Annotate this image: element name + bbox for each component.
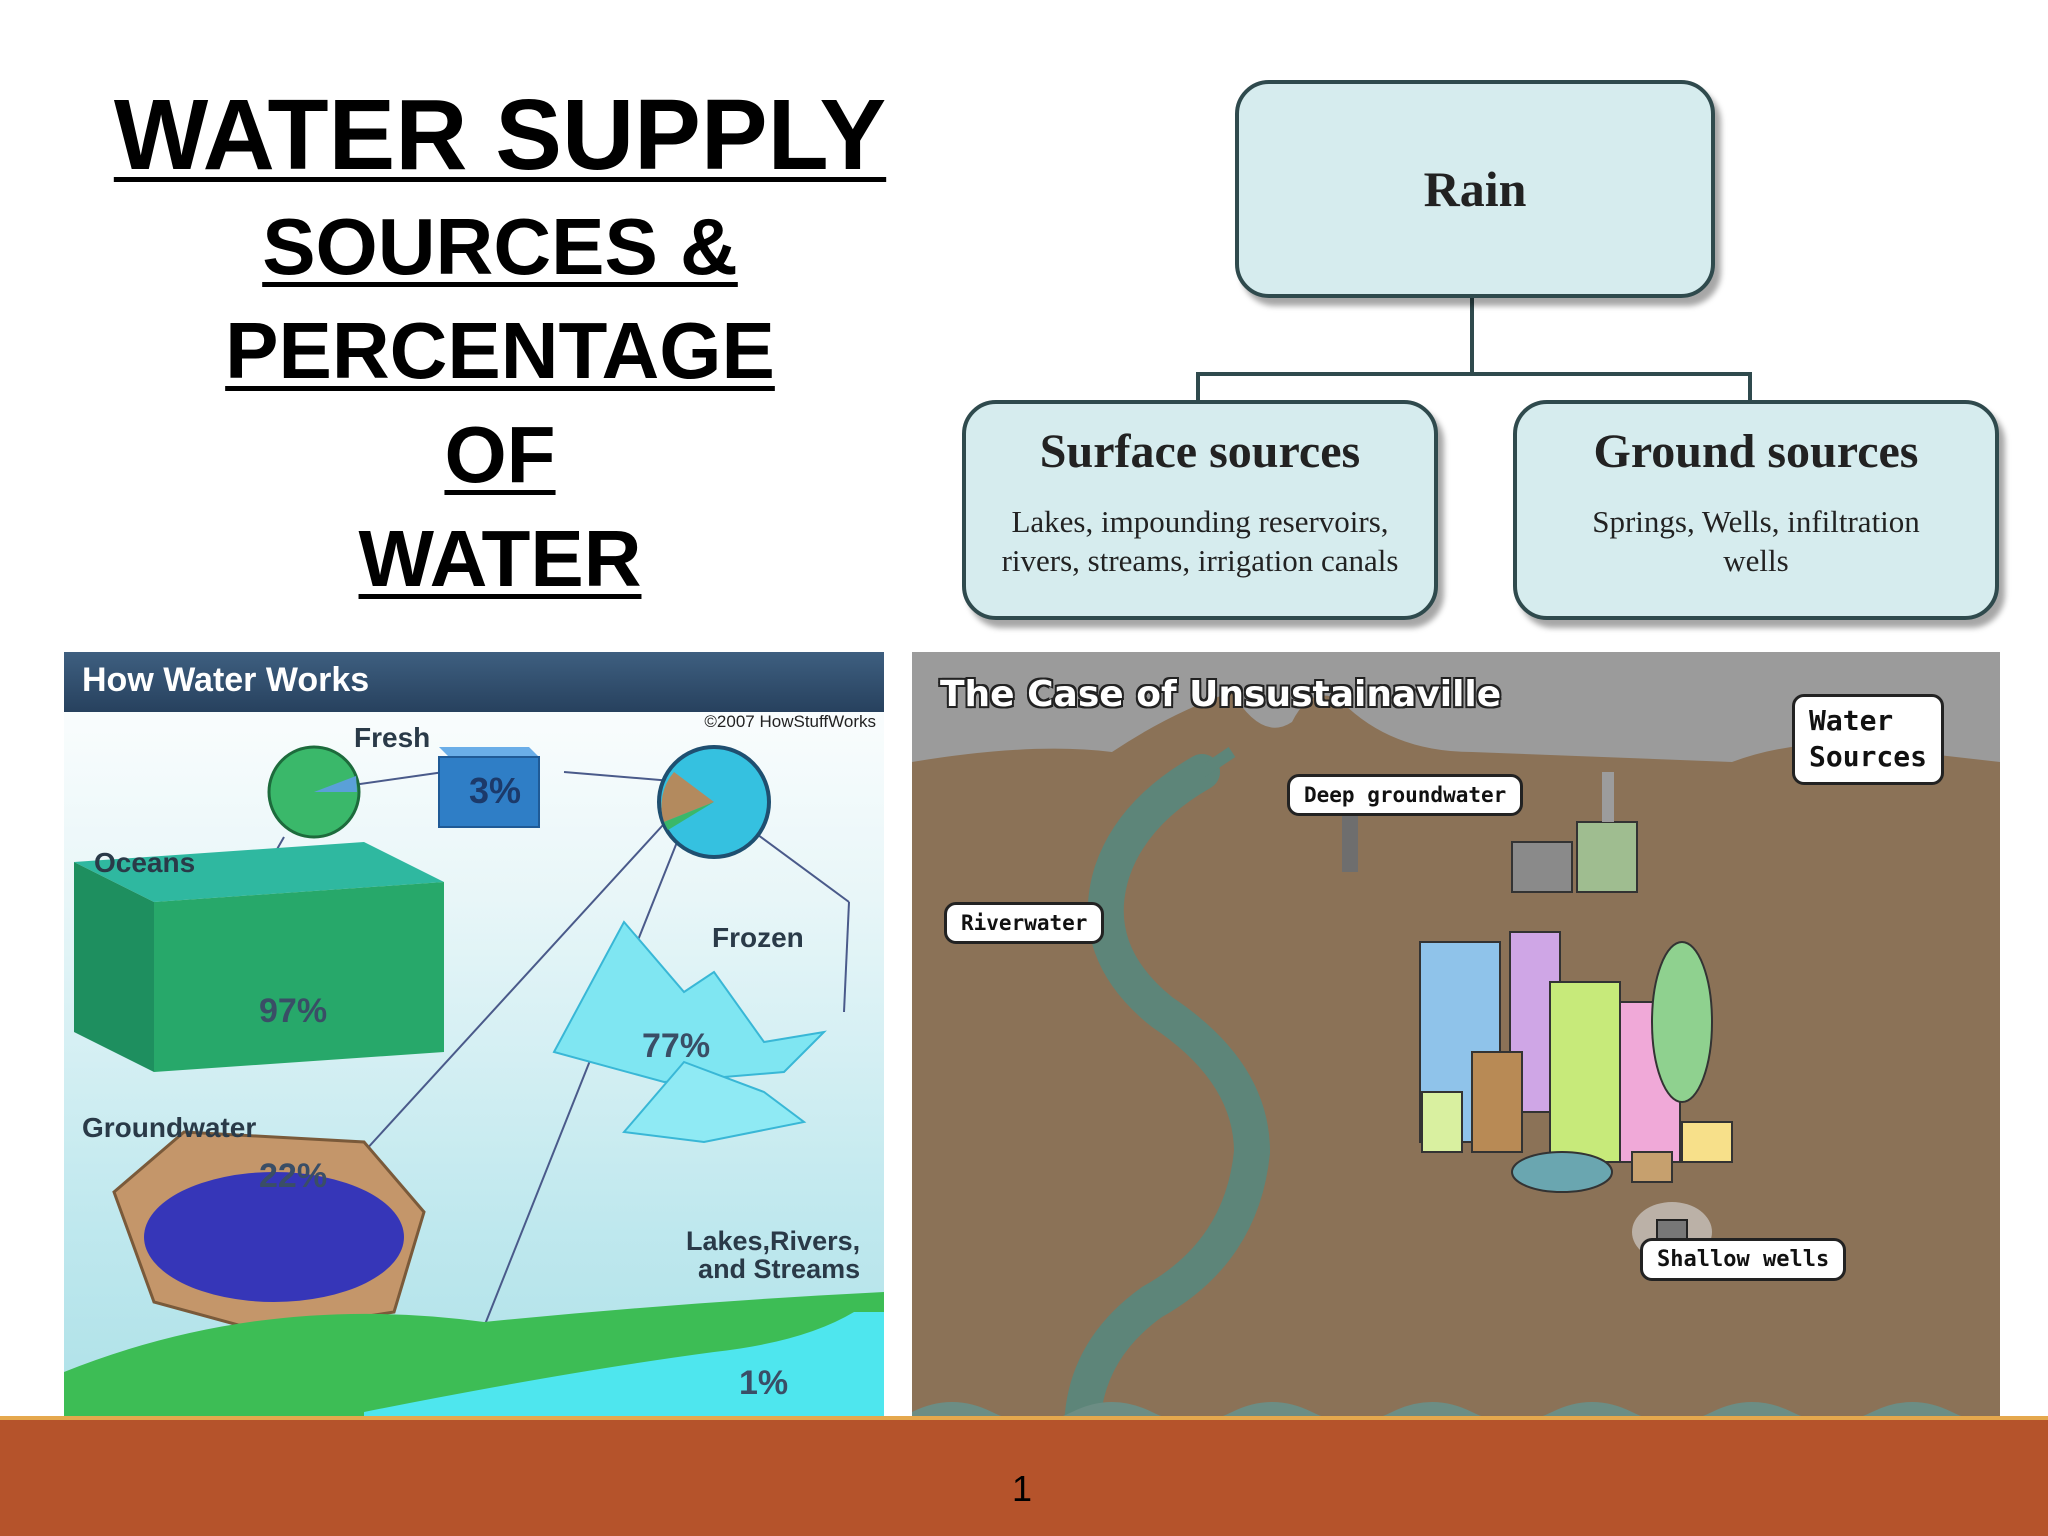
- ground-sources-description: Springs, Wells, infiltration wells: [1517, 503, 1995, 581]
- lakes-percentage: 1%: [739, 1364, 789, 1402]
- fresh-label: Fresh: [354, 722, 431, 753]
- ground-desc-line1: Springs, Wells, infiltration: [1592, 504, 1920, 539]
- lakes-label-line2: and Streams: [698, 1254, 861, 1285]
- connector-surface-down: [1196, 372, 1200, 402]
- title-line-of: OF: [444, 410, 556, 499]
- lakes-label: Lakes,Rivers, and Streams: [686, 1227, 860, 1284]
- cartoon-title: The Case of Unsustainaville: [940, 674, 1502, 715]
- connector-ground-down: [1748, 372, 1752, 402]
- rain-box: Rain: [1235, 80, 1715, 298]
- infographic-header: How Water Works: [64, 652, 884, 712]
- connector-horizontal: [1196, 372, 1750, 376]
- ground-sources-heading: Ground sources: [1593, 425, 1919, 478]
- water-sources-callout: Water Sources: [1792, 694, 1945, 785]
- frozen-label: Frozen: [712, 922, 804, 953]
- ground-desc-line2: wells: [1723, 542, 1789, 578]
- footer-accent-line: [0, 1416, 2048, 1420]
- surface-sources-box: Surface sources Lakes, impounding reserv…: [962, 400, 1438, 620]
- surface-desc-line1: Lakes, impounding reservoirs,: [1011, 504, 1389, 539]
- connector-rain-down: [1470, 294, 1474, 372]
- oceans-label: Oceans: [94, 847, 196, 878]
- lakes-label-line1: Lakes,Rivers,: [686, 1226, 861, 1256]
- oceans-percentage: 97%: [259, 992, 328, 1030]
- frozen-percentage: 77%: [642, 1027, 711, 1065]
- slide-title: WATER SUPPLY SOURCES & PERCENTAGE OF WAT…: [60, 85, 940, 623]
- footer-band: [0, 1420, 2048, 1536]
- title-line-percentage: PERCENTAGE: [225, 306, 775, 395]
- surface-desc-line2: rivers, streams, irrigation canals: [1001, 542, 1399, 578]
- water-sources-line2: Sources: [1809, 740, 1928, 774]
- riverwater-callout: Riverwater: [944, 902, 1105, 944]
- ground-sources-box: Ground sources Springs, Wells, infiltrat…: [1513, 400, 1999, 620]
- water-sources-line1: Water: [1809, 704, 1894, 737]
- surface-sources-description: Lakes, impounding reservoirs, rivers, st…: [966, 503, 1434, 581]
- groundwater-label: Groundwater: [82, 1112, 257, 1143]
- page-number: 1: [1012, 1468, 1033, 1509]
- groundwater-percentage: 22%: [259, 1157, 328, 1195]
- shallow-wells-callout: Shallow wells: [1640, 1238, 1847, 1281]
- surface-sources-heading: Surface sources: [1039, 425, 1361, 478]
- fresh-percentage: 3%: [469, 770, 522, 811]
- infographic-copyright: ©2007 HowStuffWorks: [704, 712, 876, 731]
- title-line-water-supply: WATER SUPPLY: [113, 79, 887, 191]
- title-line-sources: SOURCES &: [262, 202, 738, 291]
- title-line-water: WATER: [358, 514, 642, 603]
- rain-label: Rain: [1423, 161, 1527, 217]
- how-water-works-infographic: How Water Works ©2007 HowStuffWorks Fres…: [64, 652, 884, 1470]
- deep-groundwater-callout: Deep groundwater: [1287, 774, 1524, 816]
- unsustainaville-cartoon: The Case of Unsustainaville Water Source…: [912, 652, 2000, 1470]
